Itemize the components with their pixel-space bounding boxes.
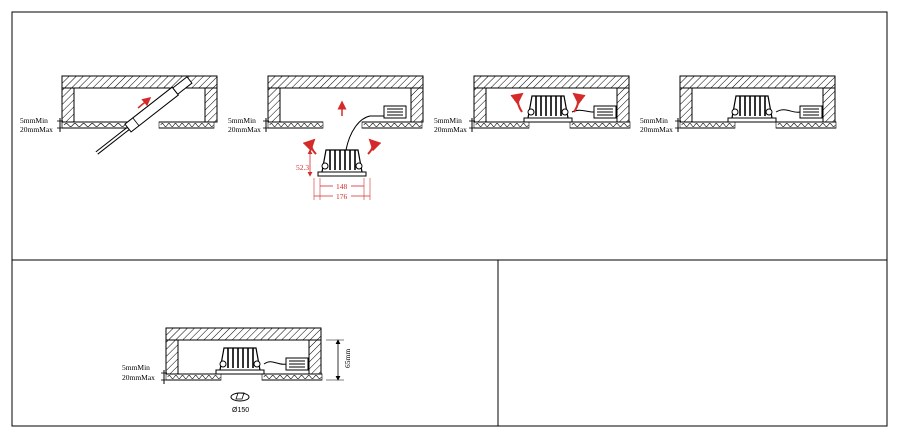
min-thickness-label: 5mmMin (434, 116, 462, 125)
spring-arrow-right (572, 92, 586, 113)
inner-diameter-dimension: 148 (336, 182, 348, 191)
step-3-insert: 5mmMin 20mmMax (434, 75, 631, 134)
max-thickness-label: 20mmMax (20, 125, 53, 134)
min-thickness-label: 5mmMin (20, 116, 48, 125)
step-5-final: 5mmMin 20mmMax 65mm Ø150 (122, 327, 352, 414)
ceiling-hole-icon (230, 392, 250, 402)
step-1-cut-hole: 5mmMin 20mmMax (20, 75, 218, 155)
direction-arrow (137, 97, 152, 109)
step-4-installed: 5mmMin 20mmMax (640, 75, 837, 134)
spring-arrow-left (510, 92, 524, 113)
outer-diameter-dimension: 176 (336, 192, 348, 201)
step-2-connect: 5mmMin 20mmMax 52.3 148 176 (228, 75, 424, 201)
cutout-diameter-label: Ø150 (232, 407, 249, 414)
max-thickness-label: 20mmMax (434, 125, 467, 134)
spring-arrow-left (302, 138, 317, 155)
height-dimension: 52.3 (296, 163, 309, 172)
min-thickness-label: 5mmMin (122, 363, 150, 372)
spring-arrow-right (367, 138, 382, 155)
min-thickness-label: 5mmMin (228, 116, 256, 125)
max-thickness-label: 20mmMax (122, 373, 155, 382)
max-thickness-label: 20mmMax (228, 125, 261, 134)
min-thickness-label: 5mmMin (640, 116, 668, 125)
recess-depth-dimension: 65mm (343, 349, 352, 368)
max-thickness-label: 20mmMax (640, 125, 673, 134)
outer-frame (11, 11, 888, 427)
